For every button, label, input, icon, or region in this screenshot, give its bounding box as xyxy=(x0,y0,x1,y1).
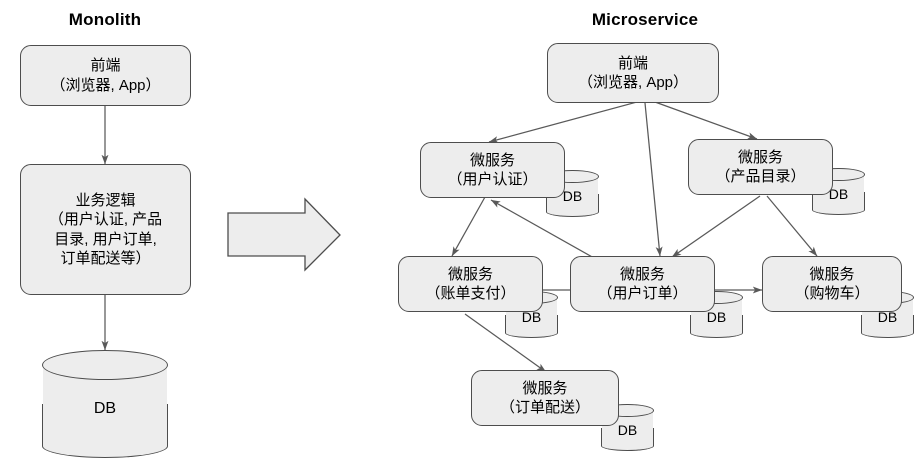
ms-billing-payment-line1: 微服务 xyxy=(447,265,493,283)
monolith-logic-line4: 订单配送等） xyxy=(60,249,151,267)
ms-product-catalog-db-label: DB xyxy=(828,185,849,202)
block-arrow-right-icon xyxy=(227,197,341,272)
ms-order-delivery-line1: 微服务 xyxy=(522,379,568,397)
ms-billing-payment-node[interactable]: 微服务 （账单支付） xyxy=(398,256,543,312)
monolith-frontend-line1: 前端 xyxy=(90,57,121,75)
ms-user-auth-node[interactable]: 微服务 （用户认证） xyxy=(420,142,565,198)
monolith-logic-line3: 目录, 用户订单, xyxy=(54,230,157,248)
ms-user-auth-line2: （用户认证） xyxy=(447,171,538,188)
monolith-database-label: DB xyxy=(93,400,117,418)
monolith-frontend-line2: （浏览器, App） xyxy=(50,76,161,94)
monolith-logic-line2: （用户认证, 产品 xyxy=(48,211,163,229)
ms-product-catalog-node[interactable]: 微服务 （产品目录） xyxy=(688,139,833,195)
ms-billing-payment-line2: （账单支付） xyxy=(425,285,516,302)
monolith-business-logic-node[interactable]: 业务逻辑 （用户认证, 产品 目录, 用户订单, 订单配送等） xyxy=(20,164,191,295)
ms-shopping-cart-db-label: DB xyxy=(877,308,898,325)
ms-user-order-line2: （用户订单） xyxy=(597,285,688,302)
ms-product-catalog-line1: 微服务 xyxy=(737,148,783,166)
ms-user-order-db-label: DB xyxy=(706,308,727,325)
microservice-title: Microservice xyxy=(591,10,699,29)
ms-frontend-line1: 前端 xyxy=(617,54,648,72)
ms-order-delivery-node[interactable]: 微服务 （订单配送） xyxy=(471,370,619,426)
ms-user-order-line1: 微服务 xyxy=(619,265,665,283)
monolith-database-cylinder[interactable]: DB xyxy=(42,350,168,458)
monolith-title: Monolith xyxy=(68,10,142,29)
ms-order-delivery-line2: （订单配送） xyxy=(499,399,590,416)
monolith-frontend-node[interactable]: 前端 （浏览器, App） xyxy=(20,45,191,106)
ms-user-order-node[interactable]: 微服务 （用户订单） xyxy=(570,256,715,312)
ms-frontend-line2: （浏览器, App） xyxy=(577,74,689,91)
monolith-logic-line1: 业务逻辑 xyxy=(75,192,136,210)
ms-shopping-cart-line1: 微服务 xyxy=(809,265,855,283)
ms-frontend-node[interactable]: 前端 （浏览器, App） xyxy=(547,43,719,103)
cylinder-top-ellipse xyxy=(42,350,168,381)
ms-shopping-cart-node[interactable]: 微服务 （购物车） xyxy=(762,256,902,312)
ms-shopping-cart-line2: （购物车） xyxy=(794,285,870,302)
ms-product-catalog-line2: （产品目录） xyxy=(715,168,806,185)
ms-user-auth-line1: 微服务 xyxy=(469,151,515,169)
ms-order-delivery-db-label: DB xyxy=(617,421,638,438)
